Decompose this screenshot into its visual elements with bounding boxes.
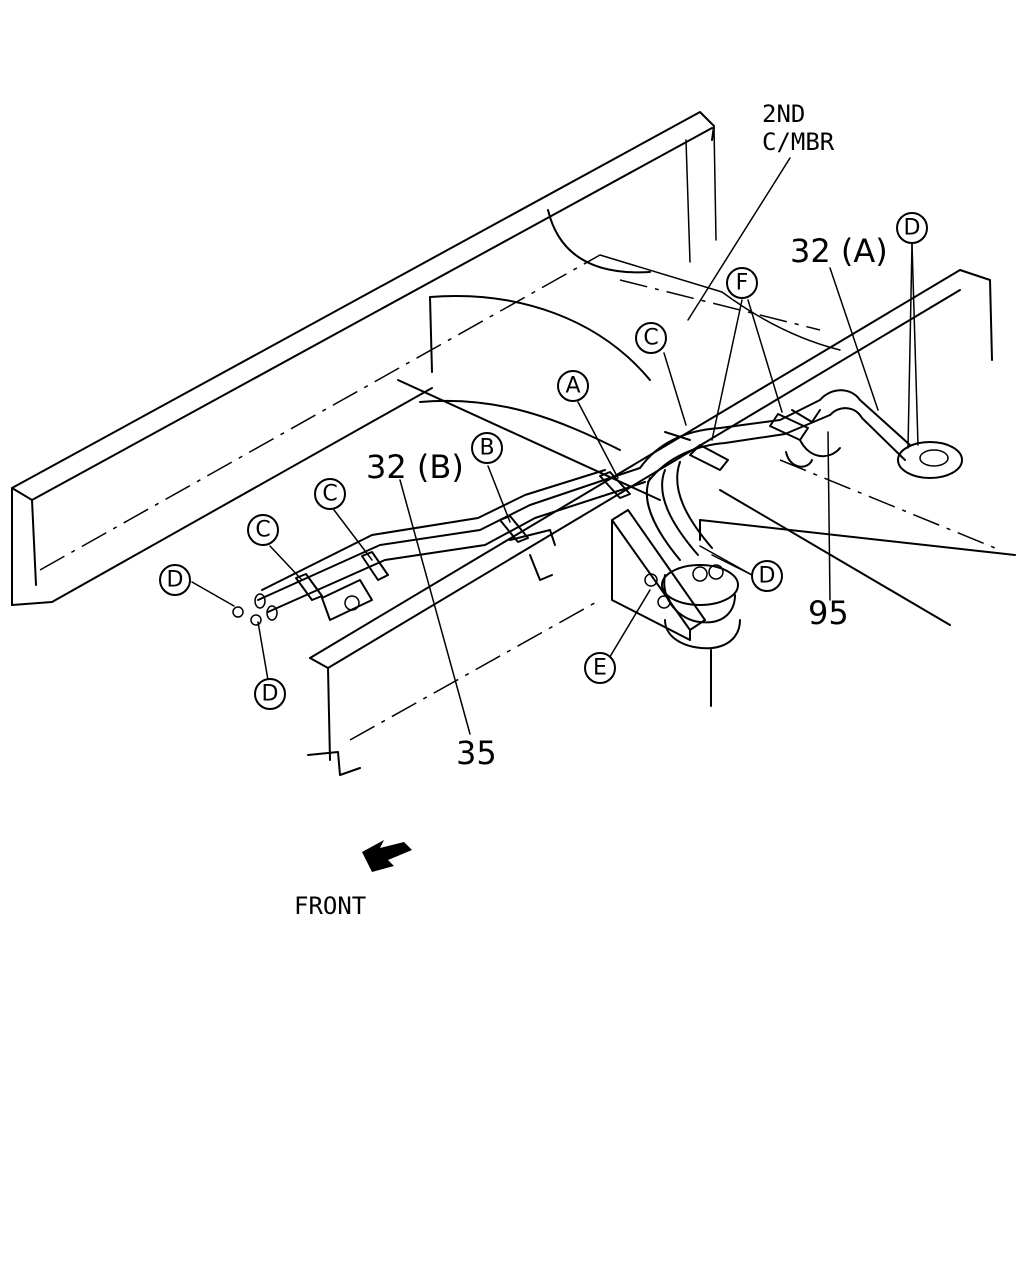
callout-d-middle-label: D — [759, 564, 776, 589]
callout-d-top: D — [896, 212, 928, 244]
callout-e-label: E — [593, 656, 607, 681]
callout-b-label: B — [479, 436, 494, 461]
callout-c-left-label: C — [255, 518, 270, 543]
callout-d-bottom: D — [254, 678, 286, 710]
valve-assembly — [611, 509, 741, 707]
leader-lines — [191, 157, 919, 735]
pipe-32a-fitting — [785, 389, 963, 479]
part-number-32b: 32 (B) — [366, 448, 464, 486]
pipes-to-valve — [639, 399, 831, 561]
frame-lower-rail — [307, 269, 1016, 776]
callout-e: E — [584, 652, 616, 684]
second-crossmember-label-line2: C/MBR — [762, 128, 835, 156]
callout-d-left: D — [159, 564, 191, 596]
callout-c-middle: C — [314, 478, 346, 510]
callout-c-upper: C — [635, 322, 667, 354]
callout-a: A — [557, 370, 589, 402]
part-number-35: 35 — [456, 734, 497, 772]
pipe-clips — [295, 431, 691, 621]
callout-d-bottom-label: D — [262, 682, 279, 707]
part-number-95: 95 — [808, 594, 849, 632]
second-crossmember-label-line1: 2ND — [762, 100, 805, 128]
callout-f: F — [726, 267, 758, 299]
frame-side-rail — [11, 111, 717, 606]
cross-member — [397, 209, 841, 501]
callout-f-label: F — [736, 271, 749, 296]
callout-c-left: C — [247, 514, 279, 546]
callout-a-label: A — [565, 374, 580, 399]
callout-d-left-label: D — [167, 568, 184, 593]
callout-d-middle: D — [751, 560, 783, 592]
callout-c-middle-label: C — [322, 482, 337, 507]
callout-b: B — [471, 432, 503, 464]
callout-d-top-label: D — [904, 216, 921, 241]
front-label: FRONT — [294, 892, 366, 920]
part-number-32a: 32 (A) — [790, 232, 888, 270]
front-arrow-icon — [362, 840, 412, 872]
brake-pipe-32b — [254, 467, 646, 621]
callout-c-upper-label: C — [643, 326, 658, 351]
